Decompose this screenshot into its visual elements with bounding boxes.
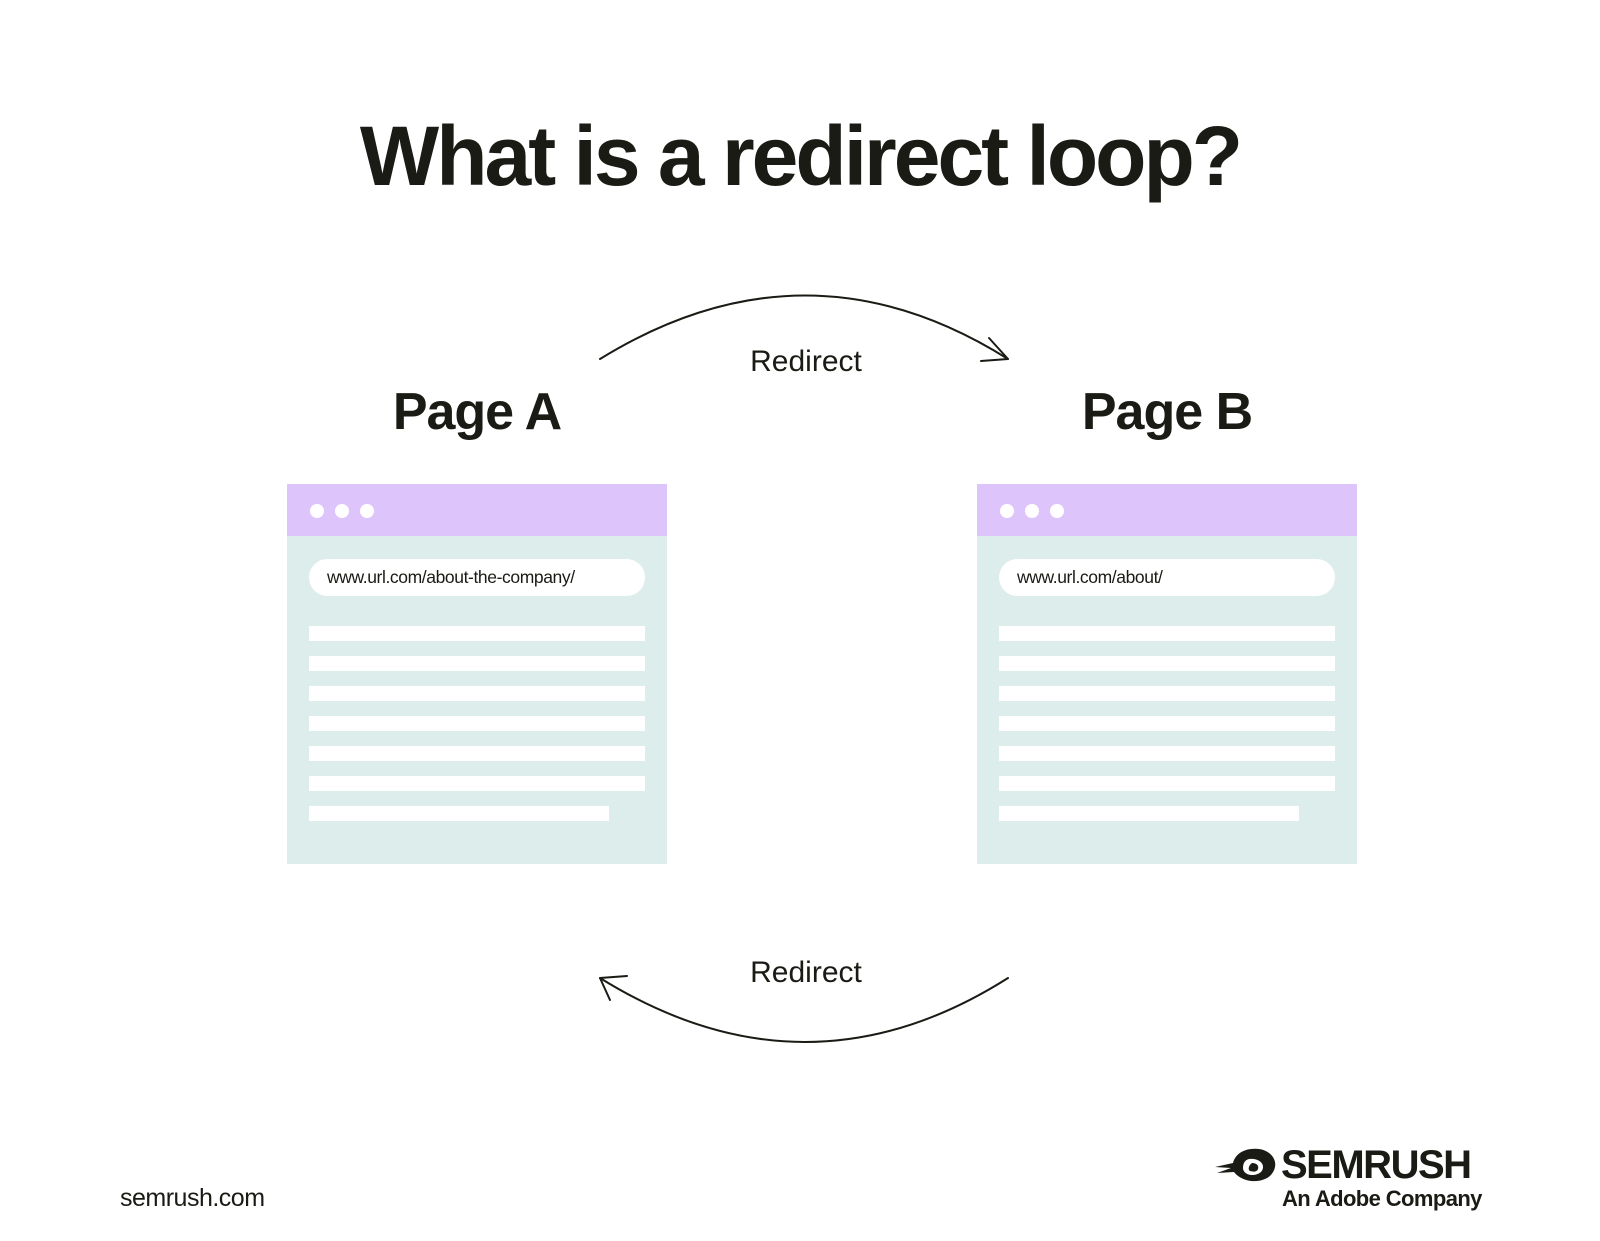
content-line [309,806,609,821]
content-line [999,806,1299,821]
diagram-title: What is a redirect loop? [359,109,1243,203]
window-dot-icon [335,504,349,518]
window-dot-icon [310,504,324,518]
semrush-logo: SEMRUSH An Adobe Company [1215,1143,1495,1213]
content-line [999,686,1335,701]
brand-tagline: An Adobe Company [1282,1186,1482,1211]
redirect-arrow-top [599,294,1009,362]
page-b-label: Page B [1081,383,1253,441]
semrush-fireball-icon [1215,1148,1276,1182]
browser-title-bar [977,484,1357,536]
page-a-browser-window: www.url.com/about-the-company/ [287,484,667,864]
redirect-label-bottom: Redirect [750,956,862,989]
content-line [999,776,1335,791]
redirect-label-top: Redirect [750,345,862,378]
content-line [999,716,1335,731]
content-line [309,776,645,791]
window-dot-icon [1000,504,1014,518]
content-line [309,746,645,761]
window-dot-icon [360,504,374,518]
browser-title-bar [287,484,667,536]
page-b-browser-window: www.url.com/about/ [977,484,1357,864]
content-line [999,746,1335,761]
redirect-arrow-bottom [599,975,1009,1043]
content-line [309,656,645,671]
brand-name: SEMRUSH [1281,1143,1472,1187]
page-b-url-bar: www.url.com/about/ [999,559,1335,596]
content-line [309,626,645,641]
page-a-url-bar: www.url.com/about-the-company/ [309,559,645,596]
content-line [999,626,1335,641]
content-line [999,656,1335,671]
content-line [309,686,645,701]
window-dot-icon [1025,504,1039,518]
content-line [309,716,645,731]
page-a-label: Page A [392,383,562,441]
window-dot-icon [1050,504,1064,518]
footer-site-link[interactable]: semrush.com [120,1184,265,1212]
